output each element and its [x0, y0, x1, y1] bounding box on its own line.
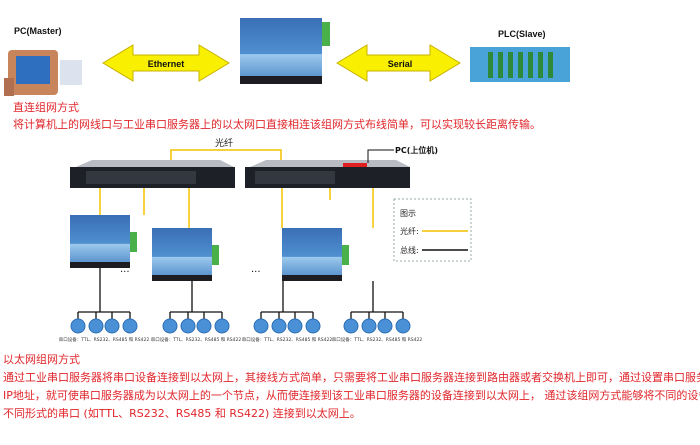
- serial-device-node: [180, 318, 196, 334]
- fiber-links: [99, 149, 374, 228]
- section2-line-1: 通过工业串口服务器将串口设备连接到以太网上，其接线方式简单，只需要将工业串口服务…: [3, 371, 700, 384]
- serial-device-node: [361, 318, 377, 334]
- legend-title: 图示: [400, 209, 416, 218]
- ellipsis-1: ...: [120, 264, 130, 275]
- pc-host-label: PC(上位机): [395, 145, 438, 155]
- serial-device-node: [214, 318, 230, 334]
- plc-slave-label: PLC(Slave): [498, 29, 546, 39]
- fiber-switch-2: [245, 160, 410, 188]
- serial-arrow: [336, 44, 461, 82]
- serial-device-node: [122, 318, 138, 334]
- section2-line-3: 不同形式的串口 (如TTL、RS232、RS485 和 RS422) 连接到以太…: [3, 407, 361, 420]
- section2-line-2: IP地址，就可使串口服务器成为以太网上的一个节点，从而使连接到该工业串口服务器的…: [3, 389, 700, 402]
- serial-devices-caption: 串口设备：TTL、RS232、RS485 和 RS422: [59, 336, 150, 343]
- serial-device-node: [88, 318, 104, 334]
- serial-device-node: [271, 318, 287, 334]
- serial-device-node: [70, 318, 86, 334]
- serial-device-node: [104, 318, 120, 334]
- serial-device-node: [343, 318, 359, 334]
- serial-devices-caption: 串口设备：TTL、RS232、RS485 和 RS422: [242, 336, 333, 343]
- ethernet-label: Ethernet: [148, 59, 185, 69]
- legend: 图示 光纤: 总线:: [393, 198, 472, 262]
- serial-label: Serial: [388, 59, 413, 69]
- section2-title: 以太网组网方式: [3, 353, 80, 366]
- serial-device-node: [395, 318, 411, 334]
- section1-title: 直连组网方式: [13, 101, 79, 114]
- serial-device-node: [377, 318, 393, 334]
- serial-device-node: [305, 318, 321, 334]
- pc-link: [367, 149, 394, 163]
- serial-server-2: [152, 228, 219, 281]
- pc-computer-icon: [4, 50, 82, 96]
- serial-server-1: [70, 215, 137, 268]
- serial-devices-caption: 串口设备：TTL、RS232、RS485 和 RS422: [151, 336, 242, 343]
- fiber-label: 光纤: [215, 137, 233, 149]
- legend-fiber-label: 光纤:: [400, 226, 419, 236]
- section1-desc: 将计算机上的网线口与工业串口服务器上的以太网口直接相连该组网方式布线简单，可以实…: [13, 118, 541, 131]
- pc-master-label: PC(Master): [14, 26, 62, 36]
- serial-device-node: [287, 318, 303, 334]
- serial-server-device-icon: [240, 18, 330, 84]
- serial-device-node: [253, 318, 269, 334]
- fiber-switch-1: [70, 160, 235, 188]
- serial-device-node: [162, 318, 178, 334]
- serial-device-node: [196, 318, 212, 334]
- ellipsis-2: ...: [251, 264, 261, 275]
- legend-bus-label: 总线:: [400, 245, 419, 255]
- plc-rack-icon: [470, 47, 570, 82]
- ethernet-arrow: [102, 44, 230, 82]
- serial-server-3: [282, 228, 349, 281]
- serial-devices-caption: 串口设备：TTL、RS232、RS485 和 RS422: [332, 336, 423, 343]
